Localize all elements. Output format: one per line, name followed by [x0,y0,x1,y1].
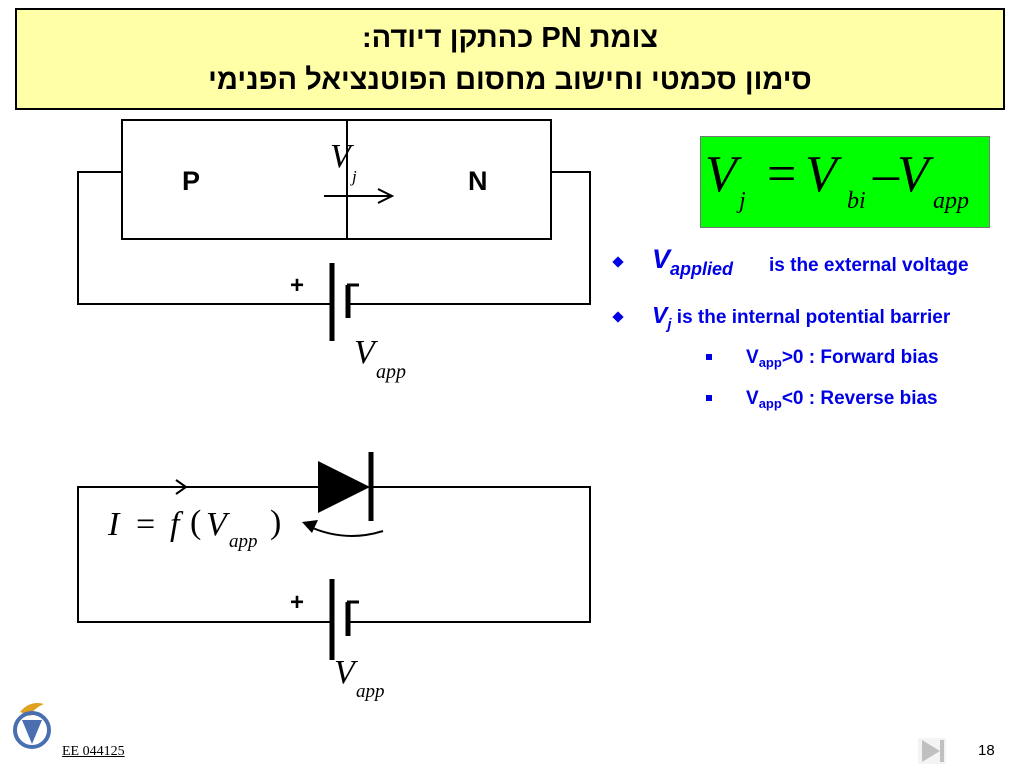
current-eq-f: f [170,506,180,543]
bullet-forward-bias: Vapp>0 : Forward bias [746,347,939,370]
reverse-bias-sub: app [758,396,782,411]
current-eq-open-paren: ( [190,504,202,541]
bullet-vj: Vj is the internal potential barrier [652,302,951,333]
current-eq-close-paren: ) [270,504,282,541]
loop1-right-wire [350,171,591,305]
page-number: 18 [978,742,995,759]
formula-equals: = [767,146,797,203]
bullet-reverse-bias: Vapp<0 : Reverse bias [746,388,938,411]
bullet-square-icon [706,354,712,360]
slide-title-line-2: סימון סכמטי וחישוב מחסום הפוטנציאל הפנימ… [208,64,812,96]
battery1-plus-sign: + [290,272,305,299]
loop2-left-wire [77,486,330,623]
vapp1-label-sub: app [376,361,406,383]
n-region-label: N [468,166,488,196]
course-code-link[interactable]: EE 044125 [62,744,125,759]
forward-bias-main: V [746,347,759,368]
bullet-vapplied-sub: applied [670,259,734,279]
vj-label-main: V [330,138,351,175]
forward-bias-text: >0 : Forward bias [781,347,939,368]
reverse-bias-text: <0 : Reverse bias [781,388,938,409]
battery2-plus-sign: + [290,589,305,616]
technion-logo-icon [13,703,51,749]
pn-junction-rect [121,119,552,240]
vapp2-label-main: V [334,654,355,691]
formula-vj-sub: j [739,188,746,214]
formula-vapp-sub: app [933,188,969,214]
loop2-right-wire [350,486,591,623]
bullet-vapplied-main: V [652,244,671,274]
current-arrow-icon [175,479,188,495]
bullet-vj-sub: j [667,316,672,333]
diode-triangle-icon [318,461,370,513]
current-eq-v: V [206,506,227,543]
formula-vbi-sub: bi [847,188,866,214]
bullet-vapplied-text: is the external voltage [769,255,969,276]
reverse-bias-main: V [746,388,759,409]
pointer-arrowhead-icon [302,520,318,533]
formula-minus: – [873,146,899,203]
slide-title-box: צומת PN כהתקן דיודה: סימון סכמטי וחישוב … [15,8,1005,110]
vapp2-label-sub: app [356,681,385,702]
bullet-vj-text: is the internal potential barrier [671,307,951,328]
vj-label-sub: j [352,167,357,186]
formula-vbi: V [805,146,837,203]
bullet-square-icon [706,395,712,401]
next-slide-icon[interactable] [918,738,946,764]
formula-vj: V [705,146,737,203]
forward-bias-sub: app [758,355,782,370]
bullet-vj-main: V [652,302,668,328]
p-region-label: P [182,166,201,196]
formula-box: V j = V bi – V app [700,136,990,228]
current-eq-sub: app [229,531,258,552]
current-eq-i: I [108,506,120,543]
pointer-curve [307,525,384,537]
slide-title-line-1: צומת PN כהתקן דיודה: [362,22,658,54]
vj-arrow-head [377,188,395,204]
current-eq-equals: = [136,506,156,543]
formula-vapp: V [897,146,929,203]
loop1-left-wire [77,171,330,305]
bullet-vapplied: Vapplied [652,244,733,279]
vapp1-label-main: V [354,334,375,371]
